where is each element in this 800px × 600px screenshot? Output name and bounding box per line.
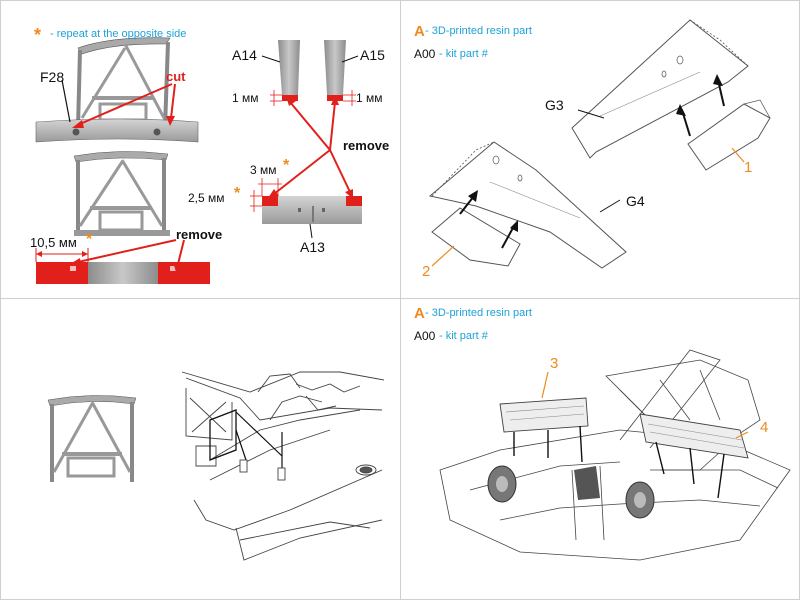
- a15-leader-line: [341, 55, 359, 63]
- kit-code-bottom: A00: [414, 329, 436, 343]
- resin-flap-2: [431, 207, 521, 267]
- label-g3: G3: [545, 97, 564, 113]
- remove-arrows-right: [268, 95, 353, 199]
- kit-code-top: A00: [414, 47, 436, 61]
- flap-drop-arrows: [513, 425, 725, 499]
- label-g4: G4: [626, 193, 645, 209]
- kit-note-bottom: - kit part #: [439, 330, 488, 342]
- repeat-note: - repeat at the opposite side: [50, 28, 187, 40]
- label-dim-10-5: 10,5 мм: [30, 235, 77, 250]
- label-1mm-right: 1 мм: [356, 91, 383, 105]
- main-wheel-left: [487, 465, 517, 503]
- label-1mm-left: 1 мм: [232, 91, 259, 105]
- resin-flap-1: [687, 103, 771, 171]
- frame-without-base: [73, 151, 170, 236]
- base-bar-trim-part: [36, 262, 210, 284]
- remove-arrows-left: [70, 239, 185, 272]
- frame-standalone-part: [47, 395, 137, 482]
- dimension-3mm-2-5mm-markers: [250, 178, 282, 212]
- label-cut: cut: [166, 69, 186, 84]
- kit-note-top: - kit part #: [439, 48, 488, 60]
- callout-3-leader: [541, 371, 549, 399]
- panel-3-frame-install-drawing: [47, 371, 385, 561]
- a13-bar-part: [262, 196, 362, 224]
- resin-letter-bottom: A: [414, 305, 425, 322]
- dim-10-5-star-icon: *: [86, 231, 93, 248]
- label-a14: A14: [232, 47, 257, 63]
- resin-note-top: - 3D-printed resin part: [425, 25, 532, 37]
- engine-radiator: [574, 466, 600, 500]
- a13-leader-line: [309, 223, 313, 239]
- callout-4-leader: [735, 431, 749, 439]
- dimension-1mm-markers: [270, 90, 356, 106]
- installation-arrows: [459, 74, 725, 249]
- cut-arrows: [72, 83, 176, 128]
- repeat-star-icon: *: [34, 25, 42, 45]
- label-remove-right: remove: [343, 138, 390, 153]
- label-a13: A13: [300, 239, 325, 255]
- label-f28: F28: [40, 69, 65, 85]
- tail-section: [619, 349, 721, 449]
- callout-4: 4: [760, 419, 769, 436]
- resin-letter-top: A: [414, 23, 425, 40]
- dim-3mm-star-icon: *: [283, 157, 290, 174]
- g4-wing-part: [428, 141, 627, 269]
- f28-frame-part: [35, 37, 199, 143]
- label-a15: A15: [360, 47, 385, 63]
- dim-2-5mm-star-icon: *: [234, 185, 241, 202]
- callout-2-leader: [431, 245, 455, 267]
- label-remove-left: remove: [176, 227, 223, 242]
- callout-1-leader: [731, 147, 745, 163]
- main-wheel-right: [625, 481, 655, 519]
- resin-flap-4: [639, 413, 749, 459]
- label-dim-3mm: 3 мм: [250, 163, 277, 177]
- a14-leader-line: [261, 55, 281, 63]
- dimension-10-5-marker: [35, 248, 89, 262]
- panel-divider-vertical: [400, 0, 401, 600]
- panel-1-frame-modification-drawing: [35, 37, 362, 284]
- callout-2: 2: [422, 263, 431, 280]
- f28-leader-line: [61, 79, 71, 123]
- g4-leader-line: [599, 199, 621, 213]
- g3-leader-line: [577, 109, 605, 119]
- label-dim-2-5mm: 2,5 мм: [188, 191, 225, 205]
- aircraft-underside-drawing: [439, 359, 791, 561]
- panel-divider-horizontal: [0, 298, 800, 299]
- resin-note-bottom: - 3D-printed resin part: [425, 307, 532, 319]
- callout-1: 1: [744, 159, 753, 176]
- resin-flap-3: [499, 397, 589, 433]
- callout-3: 3: [550, 355, 559, 372]
- panel-2-flap-installation-drawing: [428, 19, 771, 269]
- fuselage-cockpit-drawing: [181, 371, 385, 561]
